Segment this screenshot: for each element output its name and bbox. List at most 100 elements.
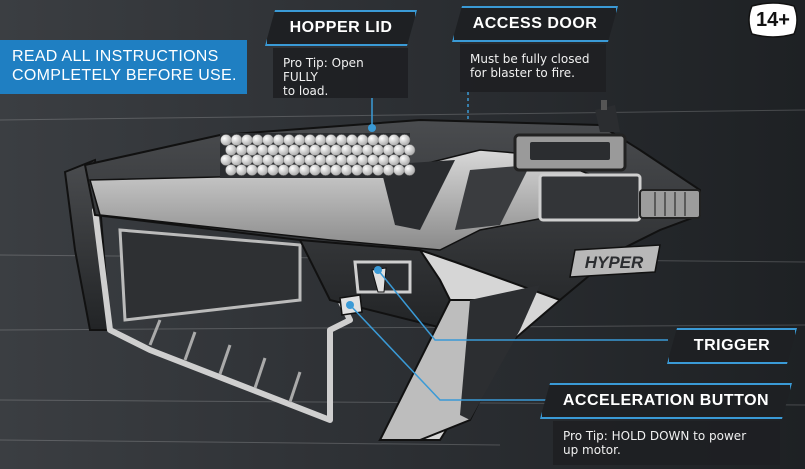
- foam-ball: [298, 144, 311, 156]
- foam-ball: [314, 154, 327, 166]
- foam-ball: [351, 144, 363, 156]
- trigger-title: TRIGGER: [693, 337, 771, 354]
- foam-ball: [256, 164, 269, 176]
- hyper-logo-text: HYPER: [585, 253, 644, 272]
- hopper-lid-tip-line-1: Pro Tip: Open FULLY: [283, 56, 364, 84]
- hopper-lid-tip: Pro Tip: Open FULLY to load.: [273, 48, 408, 98]
- foam-ball: [235, 164, 248, 176]
- foam-ball: [298, 164, 311, 176]
- foam-ball: [272, 154, 285, 166]
- foam-ball: [277, 144, 290, 156]
- banner-line-1: READ ALL INSTRUCTIONS: [12, 48, 219, 65]
- acceleration-button-tip: Pro Tip: HOLD DOWN to power up motor.: [553, 421, 780, 465]
- access-door-tip-line-2: for blaster to fire.: [470, 66, 575, 80]
- foam-ball: [356, 134, 369, 146]
- foam-ball: [262, 134, 274, 146]
- foam-ball: [403, 144, 416, 156]
- hyper-logo: HYPER: [569, 244, 661, 278]
- access-door-tip: Must be fully closed for blaster to fire…: [460, 44, 606, 92]
- read-instructions-banner: READ ALL INSTRUCTIONS COMPLETELY BEFORE …: [0, 40, 247, 94]
- foam-ball: [267, 144, 279, 156]
- foam-ball: [346, 134, 358, 146]
- acceleration-button-tip-line-2: up motor.: [563, 443, 621, 457]
- foam-ball: [251, 154, 264, 166]
- foam-ball: [361, 144, 374, 156]
- foam-ball: [340, 144, 353, 156]
- age-badge-shape: [748, 2, 798, 38]
- acceleration-button-label: ACCELERATION BUTTON: [540, 383, 792, 419]
- foam-ball: [340, 164, 353, 176]
- foam-ball: [220, 134, 232, 146]
- foam-ball: [288, 144, 300, 156]
- foam-ball: [314, 134, 327, 146]
- foam-ball: [335, 154, 348, 166]
- foam-ball: [346, 154, 358, 166]
- access-door-tip-line-1: Must be fully closed: [470, 52, 590, 66]
- foam-ball: [251, 134, 264, 146]
- foam-ball: [398, 134, 411, 146]
- foam-ball: [335, 134, 348, 146]
- foam-ball: [304, 134, 316, 146]
- foam-ball: [235, 144, 248, 156]
- foam-ball: [330, 164, 342, 176]
- acceleration-button-tip-line-1: Pro Tip: HOLD DOWN to power: [563, 429, 747, 443]
- hopper-lid-label: HOPPER LID: [265, 10, 417, 46]
- foam-ball: [367, 134, 379, 146]
- grip: [299, 239, 562, 441]
- foam-ball: [256, 144, 269, 156]
- hopper-lid-tip-line-2: to load.: [283, 84, 329, 98]
- foam-ball: [309, 144, 321, 156]
- foam-ball: [293, 134, 306, 146]
- banner-line-2: COMPLETELY BEFORE USE.: [12, 67, 237, 84]
- foam-ball: [246, 144, 258, 156]
- trigger-label: TRIGGER: [667, 328, 797, 364]
- access-door-label: ACCESS DOOR: [452, 6, 618, 42]
- foam-ball: [398, 154, 411, 166]
- foam-ball: [393, 144, 405, 156]
- foam-ball: [225, 164, 237, 176]
- leader-lines: [349, 92, 668, 401]
- foam-ball: [272, 134, 285, 146]
- foam-ball: [246, 164, 258, 176]
- foam-ball: [356, 154, 369, 166]
- foam-ball: [319, 144, 332, 156]
- foam-ball: [388, 154, 400, 166]
- access-door-title: ACCESS DOOR: [472, 15, 598, 32]
- foam-ball: [283, 154, 295, 166]
- foam-ball: [330, 144, 342, 156]
- foam-ball: [267, 164, 279, 176]
- foam-ball: [351, 164, 363, 176]
- foam-ball: [220, 154, 232, 166]
- foam-ball: [304, 154, 316, 166]
- foam-ball: [241, 154, 253, 166]
- foam-ball: [403, 164, 416, 176]
- foam-ball: [361, 164, 374, 176]
- foam-ball: [288, 164, 300, 176]
- hopper-balls: [220, 133, 416, 178]
- acceleration-button-title: ACCELERATION BUTTON: [562, 392, 770, 409]
- foam-ball: [382, 164, 395, 176]
- hopper-lid-title: HOPPER LID: [289, 19, 393, 36]
- foam-ball: [225, 144, 237, 156]
- foam-ball: [241, 134, 253, 146]
- foam-ball: [293, 154, 306, 166]
- foam-ball: [230, 154, 243, 166]
- foam-ball: [388, 134, 400, 146]
- foam-ball: [309, 164, 321, 176]
- foam-ball: [377, 154, 390, 166]
- foam-ball: [367, 154, 379, 166]
- foam-ball: [277, 164, 290, 176]
- stock: [63, 158, 353, 423]
- foam-ball: [325, 154, 337, 166]
- foam-ball: [262, 154, 274, 166]
- foam-ball: [393, 164, 405, 176]
- age-badge: 14+: [756, 8, 790, 31]
- foam-ball: [377, 134, 390, 146]
- foam-ball: [325, 134, 337, 146]
- foam-ball: [230, 134, 243, 146]
- foam-ball: [372, 164, 384, 176]
- foam-ball: [319, 164, 332, 176]
- foam-ball: [283, 134, 295, 146]
- foam-ball: [372, 144, 384, 156]
- foam-ball: [382, 144, 395, 156]
